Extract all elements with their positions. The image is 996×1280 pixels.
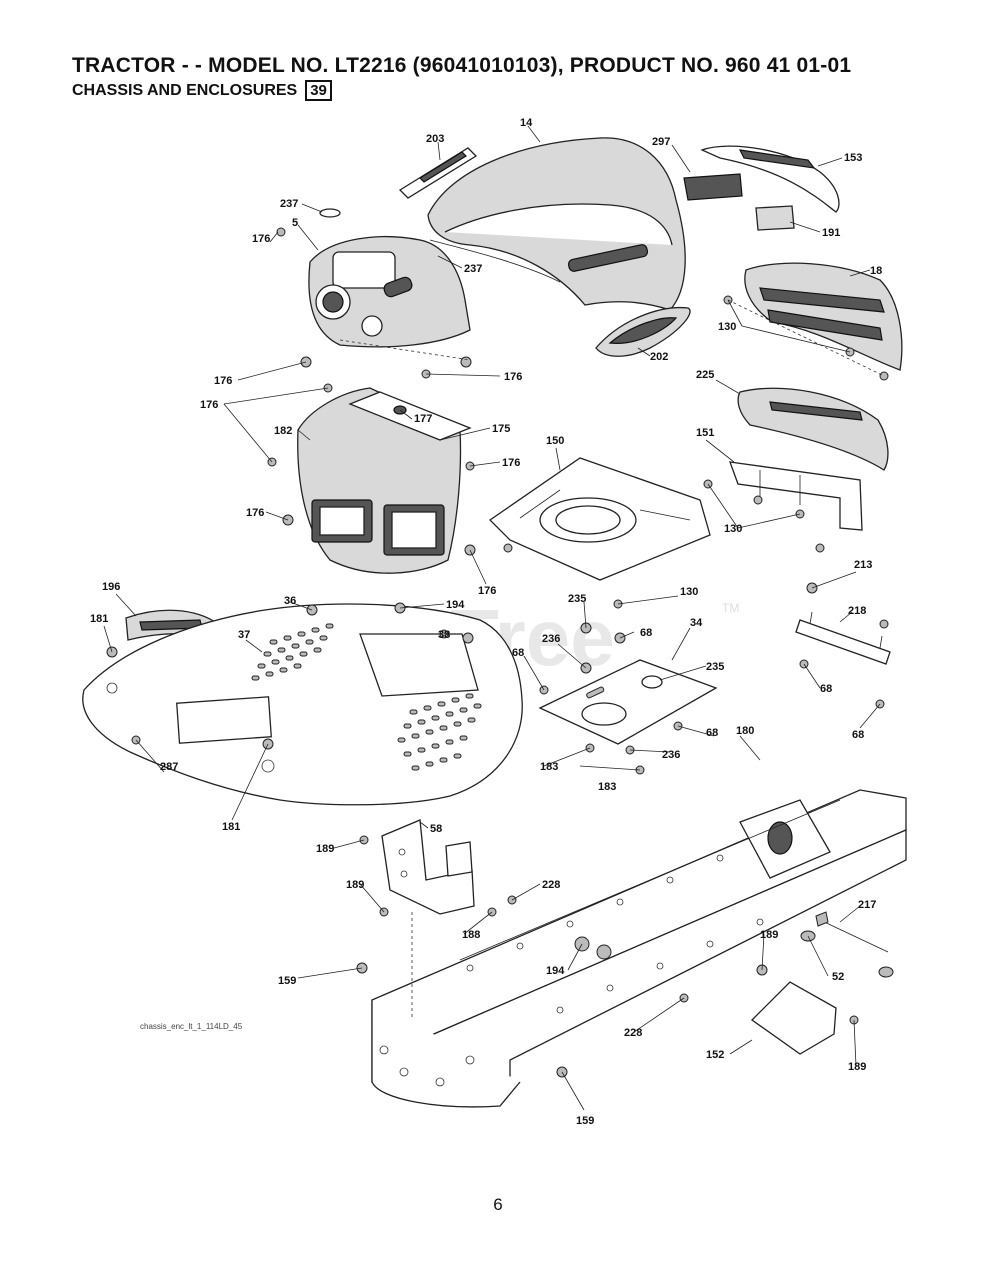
page-subtitle: CHASSIS AND ENCLOSURES 39: [72, 80, 851, 101]
page-header: TRACTOR - - MODEL NO. LT2216 (9604101010…: [72, 54, 851, 101]
console-part: [297, 387, 472, 574]
callout-236b: 236: [662, 749, 680, 761]
callout-202: 202: [650, 351, 668, 363]
callout-191: 191: [822, 227, 840, 239]
callout-236: 236: [542, 633, 560, 645]
hood-part: [427, 137, 686, 311]
callout-189: 189: [316, 843, 334, 855]
callout-34: 34: [690, 617, 703, 629]
callout-228b: 228: [624, 1027, 642, 1039]
callout-151: 151: [696, 427, 714, 439]
callout-176g: 176: [478, 585, 496, 597]
callout-68b: 68: [512, 647, 524, 659]
callout-189d: 189: [848, 1061, 866, 1073]
callout-196: 196: [102, 581, 120, 593]
callout-153: 153: [844, 152, 862, 164]
callout-181: 181: [90, 613, 108, 625]
callout-68: 68: [640, 627, 652, 639]
callout-52: 52: [832, 971, 844, 983]
callout-5: 5: [292, 217, 298, 229]
callout-36: 36: [284, 595, 296, 607]
callout-181b: 181: [222, 821, 240, 833]
callout-37: 37: [238, 629, 250, 641]
callout-130b: 130: [724, 523, 742, 535]
bumper-part: [319, 208, 341, 218]
callout-183: 183: [540, 761, 558, 773]
callout-176c: 176: [504, 371, 522, 383]
bracket-218-part: [795, 611, 891, 665]
callout-203: 203: [426, 133, 444, 145]
leader-lines: [103, 125, 881, 1111]
callout-228: 228: [542, 879, 560, 891]
pan-part: [488, 457, 711, 581]
callout-68e: 68: [706, 727, 718, 739]
callout-18: 18: [870, 265, 882, 277]
callout-297: 297: [652, 136, 670, 148]
callout-176e: 176: [502, 457, 520, 469]
callout-175: 175: [492, 423, 510, 435]
watermark-trademark: TM: [722, 601, 739, 615]
callout-237: 237: [280, 198, 298, 210]
section-number-badge: 39: [305, 80, 332, 101]
page-title: TRACTOR - - MODEL NO. LT2216 (9604101010…: [72, 54, 852, 77]
pedal-bracket-part: [381, 819, 475, 915]
frame-part: [371, 789, 907, 1108]
callout-176b: 176: [214, 375, 232, 387]
callout-189c: 189: [760, 929, 778, 941]
callout-159: 159: [278, 975, 296, 987]
dash-panel-part: [308, 236, 471, 348]
callout-217: 217: [858, 899, 876, 911]
callout-68c: 68: [820, 683, 832, 695]
callout-235: 235: [568, 593, 586, 605]
grille-bracket-part: [729, 461, 863, 531]
callout-38: 38: [438, 629, 450, 641]
callout-130: 130: [718, 321, 736, 333]
callout-237b: 237: [464, 263, 482, 275]
callout-labels: 203 14 297 153 237 5 176 237 191 18 130 …: [90, 117, 882, 1127]
callout-183b: 183: [598, 781, 616, 793]
callout-176d: 176: [200, 399, 218, 411]
bumper-bracket-part: [683, 145, 840, 231]
hood-lens-part: [595, 306, 691, 357]
callout-14: 14: [520, 117, 533, 129]
callout-194: 194: [446, 599, 465, 611]
callout-130c: 130: [680, 586, 698, 598]
callout-68d: 68: [852, 729, 864, 741]
front-bumper-part: [744, 262, 903, 371]
skid-plate-part: [750, 911, 894, 1055]
drawing-code: chassis_enc_lt_1_114LD_45: [140, 1022, 243, 1031]
callout-159b: 159: [576, 1115, 594, 1127]
callout-177: 177: [414, 413, 432, 425]
hood-handle-part: [398, 147, 478, 199]
assembly-lines: [339, 299, 885, 1020]
page-number: 6: [493, 1195, 503, 1214]
callout-180: 180: [736, 725, 754, 737]
callout-176: 176: [252, 233, 270, 245]
callout-188: 188: [462, 929, 480, 941]
callout-189b: 189: [346, 879, 364, 891]
callout-218: 218: [848, 605, 866, 617]
callout-152: 152: [706, 1049, 724, 1061]
mounting-plate-part: [538, 659, 718, 745]
callout-182: 182: [274, 425, 292, 437]
callout-194b: 194: [546, 965, 565, 977]
callout-150: 150: [546, 435, 564, 447]
callout-287: 287: [160, 761, 178, 773]
rear-body-part: [82, 603, 523, 806]
grille-part: [737, 387, 889, 471]
callout-213: 213: [854, 559, 872, 571]
subtitle-text: CHASSIS AND ENCLOSURES: [72, 81, 298, 99]
callout-225: 225: [696, 369, 714, 381]
callout-235b: 235: [706, 661, 724, 673]
callout-58: 58: [430, 823, 442, 835]
callout-176f: 176: [246, 507, 264, 519]
